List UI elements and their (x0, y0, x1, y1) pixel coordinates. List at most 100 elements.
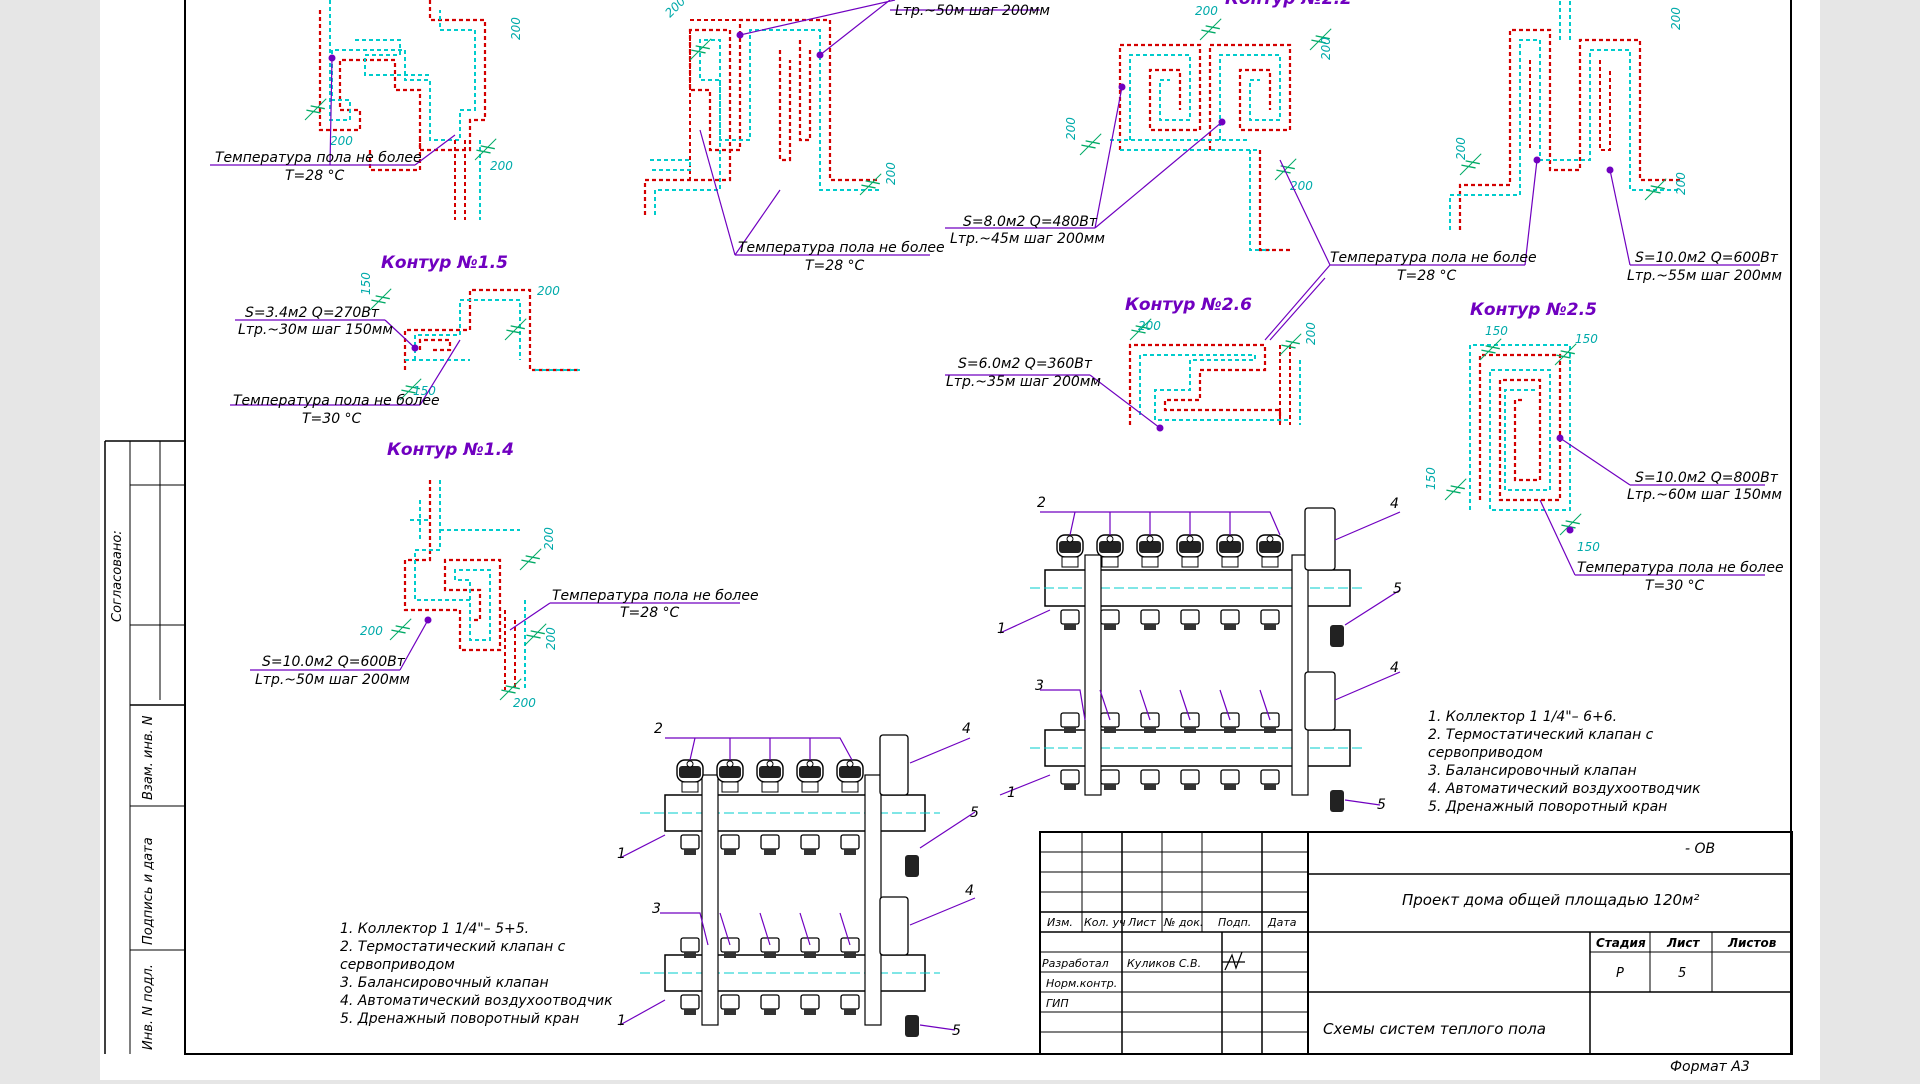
loop-14-note-label: Температура пола не более (552, 588, 759, 604)
loop-14-leader (250, 602, 740, 671)
shared-note-value: T=28 °C (1397, 268, 1457, 284)
loop-15-dim-a: 150 (359, 272, 373, 295)
manifold-left-legend-4: 3. Балансировочный клапан (340, 975, 549, 991)
loop-15-leader (230, 319, 461, 406)
manifold-right-callout-1: 1 (997, 621, 1006, 637)
loop-26-params-2: Lтр.~35м шаг 200мм (946, 374, 1101, 390)
header-izm: Изм. (1047, 916, 1073, 929)
loop-15-note-label: Температура пола не более (233, 393, 440, 409)
doc-code: - ОВ (1685, 841, 1715, 857)
manifold-left-legend-5: 4. Автоматический воздухоотводчик (340, 993, 613, 1009)
manifold-left-legend-6: 5. Дренажный поворотный кран (340, 1011, 579, 1027)
header-sign: Подп. (1218, 916, 1251, 929)
inv-replace-label: Взам. инв. N (141, 715, 156, 800)
manifold-right-legend-3: сервоприводом (1428, 745, 1543, 761)
loop-25-diagram: Контур №2.5 150 150 150 150 S=10.0м2 Q=8… (1424, 300, 1784, 594)
header-kol: Кол. уч (1084, 916, 1126, 929)
loop-26-leader (945, 277, 1326, 429)
role-developer: Разработал (1042, 957, 1109, 970)
loop-25-leader (1539, 437, 1765, 576)
manifold-right-legend-2: 2. Термостатический клапан с (1428, 727, 1654, 743)
svg-text:5: 5 (1377, 797, 1386, 813)
loop-b-diagram: 200 200 Lтр.~50м шаг 200мм Температура п… (643, 0, 1050, 274)
loop-a-note-value: T=28 °C (285, 168, 345, 184)
svg-text:1: 1 (1007, 785, 1016, 801)
loop-b-note-label: Температура пола не более (738, 240, 945, 256)
loop-b-leader (699, 0, 1040, 256)
loop-25-note-label: Температура пола не более (1577, 560, 1784, 576)
loop-14-diagram: Контур №1.4 200 200 200 200 S=10.0м2 Q=6… (250, 440, 759, 710)
developer-name: Куликов С.В. (1127, 957, 1201, 970)
manifold-right-legend-5: 4. Автоматический воздухоотводчик (1428, 781, 1701, 797)
manifold-right-legend-1: 1. Коллектор 1 1/4"– 6+6. (1428, 709, 1617, 725)
loop-22-params-1: S=8.0м2 Q=480Вт (963, 214, 1098, 230)
drawing-canvas: Согласовано: Взам. инв. N Подпись и дата… (104, 0, 1793, 1075)
loop-25-params-1: S=10.0м2 Q=800Вт (1635, 470, 1779, 486)
loop-14-dim: 200 (360, 624, 383, 638)
loop-a-diagram: 200 200 200 Температура пола не более T=… (210, 0, 523, 220)
sheet-value: 5 (1678, 966, 1686, 981)
manifold-left: 1 2 3 4 5 1 4 5 (617, 721, 979, 1039)
svg-text:4: 4 (1390, 660, 1399, 676)
loop-26-title: Контур №2.6 (1125, 295, 1252, 315)
loop-25-title: Контур №2.5 (1470, 300, 1597, 320)
manifold-left-legend-2: 2. Термостатический клапан с (340, 939, 566, 955)
inv-orig-label: Инв. N подл. (141, 964, 156, 1050)
header-doc: № док. (1163, 916, 1203, 929)
svg-text:200: 200 (513, 696, 536, 710)
loop-15-params-1: S=3.4м2 Q=270Вт (245, 305, 380, 321)
svg-text:200: 200 (509, 17, 523, 40)
manifold-right-callout-5: 5 (1393, 581, 1402, 597)
loop-a-dim: 200 (330, 134, 353, 148)
loop-22-leader (945, 86, 1223, 229)
svg-text:200: 200 (542, 527, 556, 550)
loop-d-dim: 200 (1454, 137, 1468, 160)
svg-text:200: 200 (662, 0, 688, 20)
sheets-label: Листов (1727, 936, 1777, 950)
role-norm: Норм.контр. (1046, 977, 1117, 990)
svg-text:5: 5 (952, 1023, 961, 1039)
drawing-sheet: Согласовано: Взам. инв. N Подпись и дата… (100, 0, 1820, 1080)
shared-temperature-note: Температура пола не более T=28 °C (1264, 159, 1537, 341)
loop-14-params-1: S=10.0м2 Q=600Вт (262, 654, 406, 670)
loop-15-dim-b: 200 (537, 284, 560, 298)
manifold-right: 1 2 3 4 5 1 4 5 (997, 495, 1402, 813)
loop-25-params-2: Lтр.~60м шаг 150мм (1627, 487, 1782, 503)
drawing-name: Схемы систем теплого пола (1323, 1020, 1546, 1038)
manifold-right-legend-6: 5. Дренажный поворотный кран (1428, 799, 1667, 815)
svg-text:200: 200 (1304, 322, 1318, 345)
loop-22-diagram: Контур №2.2 200 200 200 200 S=8.0м2 Q=48… (945, 0, 1352, 252)
sheet-frame (104, 0, 1792, 1055)
loop-22-title: Контур №2.2 (1225, 0, 1352, 9)
manifold-left-legend: 1. Коллектор 1 1/4"– 5+5. 2. Термостатич… (340, 921, 613, 1027)
svg-text:200: 200 (1669, 7, 1683, 30)
developer-signature (1222, 951, 1245, 971)
manifold-left-callout-4: 4 (962, 721, 971, 737)
loop-a-supply (318, 0, 487, 152)
loop-26-params-1: S=6.0м2 Q=360Вт (958, 356, 1093, 372)
shared-note-label: Температура пола не более (1330, 250, 1537, 266)
svg-text:200: 200 (1290, 179, 1313, 193)
loop-b-note-value: T=28 °C (805, 258, 865, 274)
manifold-right-legend: 1. Коллектор 1 1/4"– 6+6. 2. Термостатич… (1428, 709, 1701, 815)
manifold-left-legend-1: 1. Коллектор 1 1/4"– 5+5. (340, 921, 529, 937)
loop-15-note-value: T=30 °C (302, 411, 362, 427)
svg-text:4: 4 (965, 883, 974, 899)
svg-text:150: 150 (1575, 332, 1598, 346)
loop-a-leader (210, 57, 456, 166)
loop-d-params-2: Lтр.~55м шаг 200мм (1627, 268, 1782, 284)
stage-value: Р (1616, 966, 1624, 981)
loop-a-note-label: Температура пола не более (215, 150, 422, 166)
loop-14-title: Контур №1.4 (387, 440, 514, 460)
role-gip: ГИП (1046, 997, 1069, 1010)
svg-text:200: 200 (490, 159, 513, 173)
manifold-left-callout-3: 3 (652, 901, 661, 917)
loop-22-dim: 200 (1195, 4, 1218, 18)
svg-text:200: 200 (1674, 172, 1688, 195)
manifold-right-legend-4: 3. Балансировочный клапан (1428, 763, 1637, 779)
loop-22-params-2: Lтр.~45м шаг 200мм (950, 231, 1105, 247)
manifold-right-callout-4: 4 (1390, 496, 1399, 512)
svg-text:200: 200 (1064, 117, 1078, 140)
loop-26-diagram: Контур №2.6 200 200 S=6.0м2 Q=360Вт Lтр.… (945, 277, 1326, 432)
